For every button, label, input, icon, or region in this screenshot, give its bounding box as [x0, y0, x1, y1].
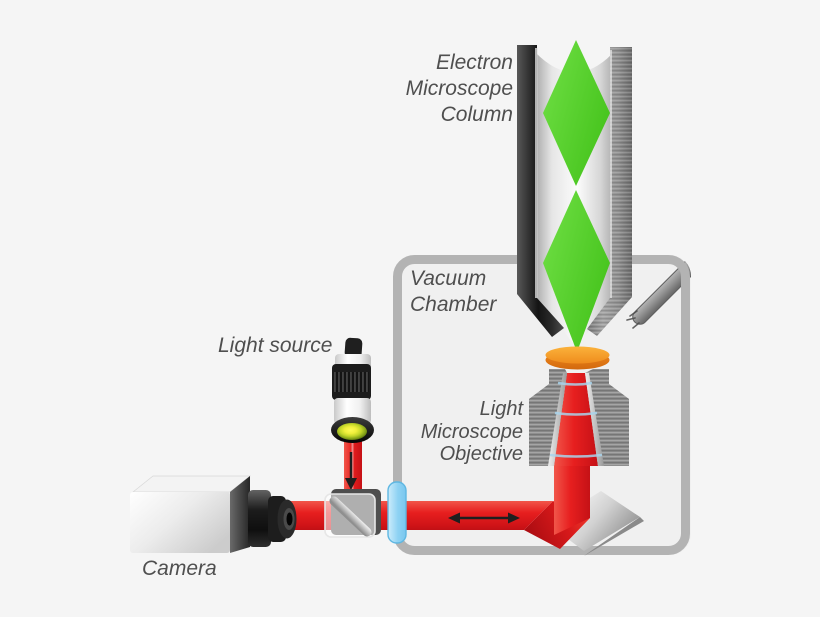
beam-vertical: [554, 466, 590, 535]
label-line: Objective: [439, 443, 523, 465]
electron-beam-upper-diamond: [543, 40, 610, 186]
label-line: Chamber: [410, 293, 497, 316]
camera-device: [130, 475, 297, 553]
camera-top-face: [132, 475, 251, 493]
objective-left-housing-texture: [529, 369, 567, 466]
needle-tip-grooves: [626, 310, 640, 329]
arrow-down-icon: [345, 452, 357, 490]
light-source-connector: [344, 337, 363, 359]
camera-lens-mount: [248, 490, 271, 547]
column-right-wall-highlight: [610, 50, 612, 298]
label-light-source: Light source: [218, 334, 333, 357]
camera-side-face: [230, 476, 250, 553]
label-electron-microscope-column: Electron Microscope Column: [406, 50, 513, 128]
objective-inner-wall-right: [585, 373, 604, 466]
column-left-wall-highlight: [535, 48, 538, 298]
label-line: Column: [440, 103, 513, 126]
label-vacuum-chamber: Vacuum Chamber: [410, 266, 496, 318]
label-line: Light: [479, 398, 523, 420]
objective-inner-wall-left: [548, 373, 567, 466]
objective-lens-line-1: [557, 381, 593, 386]
objective-lens-line-2: [554, 411, 598, 416]
sample-disk: [545, 346, 610, 370]
label-line: Microscope: [405, 77, 513, 100]
objective-beam-cone: [554, 373, 598, 466]
beam-splitter-mirror-stripe: [329, 496, 372, 537]
light-source-knurl-texture: [334, 372, 369, 392]
beam-splitter: [324, 489, 381, 538]
label-line: Microscope: [420, 420, 523, 443]
label-line: Vacuum: [410, 267, 487, 290]
light-source-body-lower: [334, 398, 371, 424]
electron-beam-lower-diamond: [543, 190, 610, 352]
viewport-window: [387, 481, 407, 544]
light-source-lens-glow: [337, 423, 367, 440]
electron-microscope-column: [517, 40, 632, 352]
column-right-wall-texture: [587, 47, 632, 336]
camera-lens-pupil: [286, 512, 293, 526]
objective-lens-line-3: [549, 453, 603, 458]
camera-body: [130, 492, 230, 553]
light-microscope-objective: [529, 369, 629, 466]
label-light-microscope-objective: Light Microscope Objective: [421, 398, 523, 466]
arrow-double-icon: [448, 512, 520, 524]
label-line: Electron: [435, 51, 513, 74]
column-left-wall: [517, 45, 564, 337]
light-source-device: [331, 337, 374, 443]
label-camera: Camera: [142, 557, 217, 580]
